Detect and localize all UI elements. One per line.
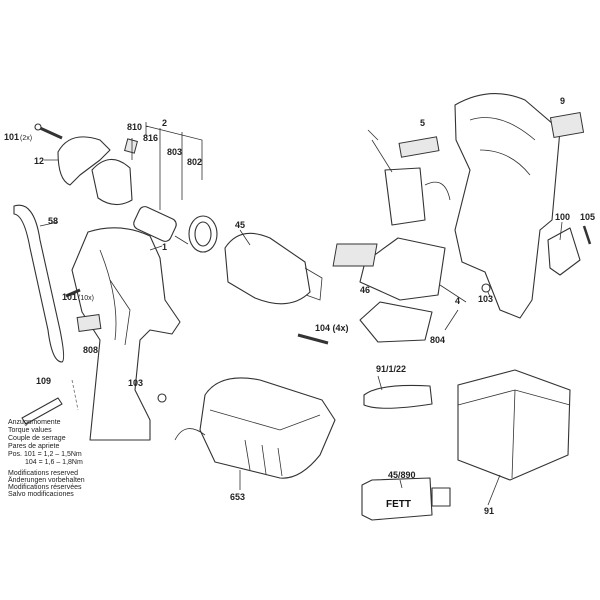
svg-text:Torque values: Torque values — [8, 427, 52, 434]
svg-text:Modifications reserved: Modifications reserved — [8, 470, 78, 477]
housing-half — [454, 93, 561, 319]
label-101-10x-qty: (10x) — [78, 295, 94, 302]
armature — [133, 206, 189, 245]
screw-101-top — [34, 123, 63, 140]
svg-text:Änderungen vorbehalten: Änderungen vorbehalten — [8, 476, 85, 484]
strap-58 — [13, 204, 65, 363]
label-653-text: 653 — [230, 492, 245, 502]
label-45-890-text: 45/890 — [388, 470, 416, 480]
label-105-text: 105 — [580, 212, 595, 222]
label-101-2x-text: 101 — [4, 132, 19, 142]
fett-label: FETT — [386, 499, 411, 510]
label-91-text: 91 — [484, 506, 494, 516]
label-58-text: 58 — [48, 216, 58, 226]
label-802-text: 802 — [187, 157, 202, 167]
electronics-board-4 — [359, 237, 446, 301]
brush-holder — [91, 158, 133, 206]
housing-1 — [71, 227, 181, 441]
label-9 — [549, 111, 585, 139]
cover-12 — [57, 136, 111, 186]
label-2-text: 2 — [162, 118, 167, 128]
label-45-text: 45 — [235, 220, 245, 230]
label-12-text: 12 — [34, 156, 44, 166]
svg-text:Pos. 101 = 1,2 – 1,5Nm: Pos. 101 = 1,2 – 1,5Nm — [8, 451, 82, 458]
belt-clip-100 — [547, 227, 581, 276]
label-804-text: 804 — [430, 335, 445, 345]
label-808 — [76, 313, 102, 333]
label-103-right-text: 103 — [478, 294, 493, 304]
svg-text:Pares de apriete: Pares de apriete — [8, 443, 59, 450]
torque-notes: Anzugsmomente Torque values Couple de se… — [8, 419, 83, 466]
label-803-text: 803 — [167, 147, 182, 157]
label-810-text: 810 — [127, 122, 142, 132]
label-1-text: 1 — [162, 242, 167, 252]
label-808-text: 808 — [83, 345, 98, 355]
label-91-1-22-text: 91/1/22 — [376, 364, 406, 374]
label-5-text: 5 — [420, 118, 425, 128]
nut-103 — [157, 393, 167, 403]
switch-module — [384, 167, 426, 226]
svg-text:Modifications réservées: Modifications réservées — [8, 484, 82, 491]
label-104-text: 104 (4x) — [315, 323, 349, 333]
svg-text:104 = 1,6 – 1,8Nm: 104 = 1,6 – 1,8Nm — [25, 459, 83, 466]
svg-text:Couple de serrage: Couple de serrage — [8, 435, 66, 442]
label-816-text: 816 — [143, 133, 158, 143]
brush-810 — [124, 138, 138, 154]
svg-text:Salvo modificaciones: Salvo modificaciones — [8, 491, 74, 498]
sticker-91-1-22 — [363, 384, 433, 409]
label-109-text: 109 — [36, 376, 51, 386]
grease-tube — [361, 477, 433, 521]
label-100-text: 100 — [555, 212, 570, 222]
bit-109 — [21, 397, 63, 425]
label-5 — [398, 136, 440, 158]
label-46-text: 46 — [360, 285, 370, 295]
label-9-text: 9 — [560, 96, 565, 106]
leader-lines — [39, 122, 563, 506]
modification-notes: Modifications reserved Änderungen vorbeh… — [8, 470, 85, 498]
label-101-10x-text: 101 — [62, 292, 77, 302]
charger-653 — [199, 377, 336, 479]
svg-text:Anzugsmomente: Anzugsmomente — [8, 419, 61, 426]
label-101-2x-qty: (2x) — [20, 135, 32, 142]
plate-804 — [359, 301, 433, 343]
gearbox-45 — [224, 232, 311, 305]
label-103-left-text: 103 — [128, 378, 143, 388]
label-4-text: 4 — [455, 296, 460, 306]
